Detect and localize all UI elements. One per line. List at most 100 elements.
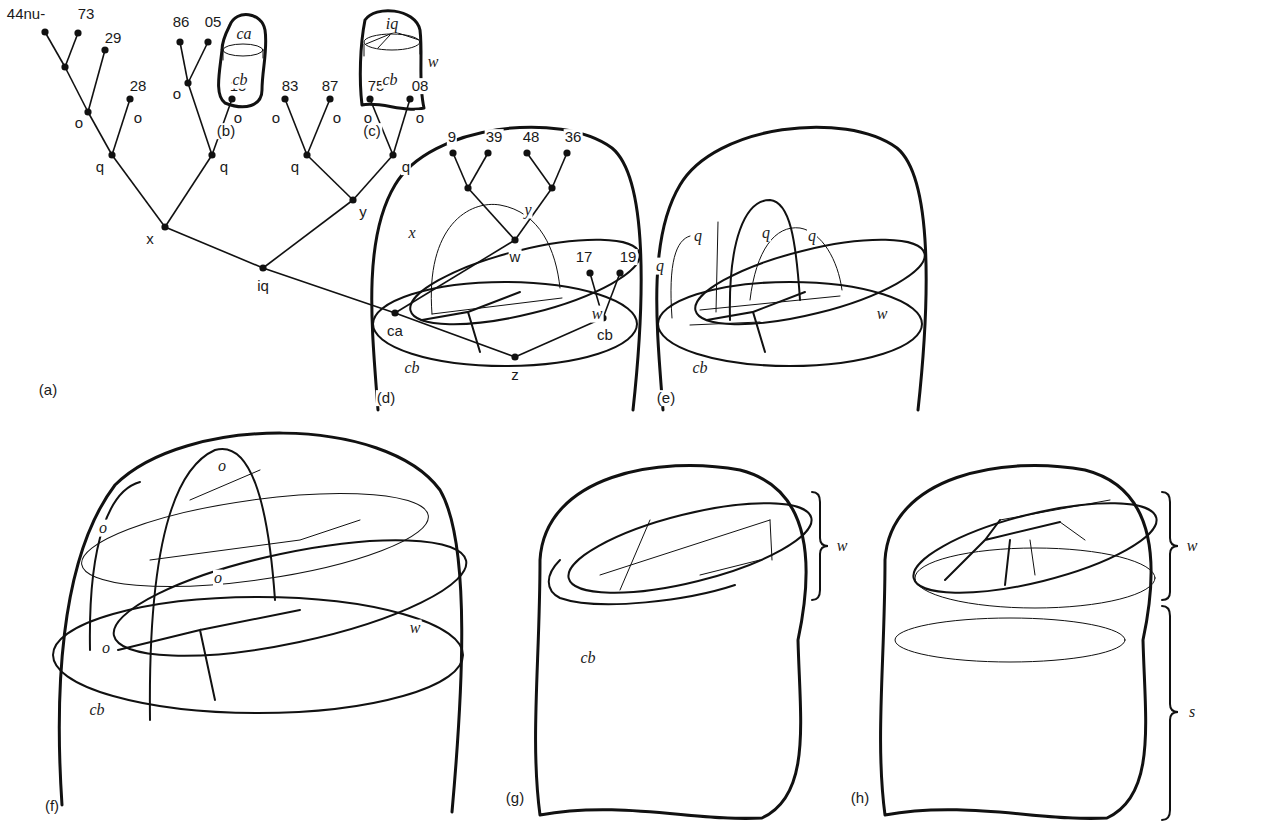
tree-label: z [510, 367, 520, 383]
region-label: w [409, 620, 422, 637]
region-label: o [101, 640, 111, 657]
tree-node-dot [349, 196, 356, 203]
tree-node-dot [563, 149, 570, 156]
panel-label: (c) [362, 123, 382, 139]
sketch-b [219, 15, 266, 107]
region-label: y [523, 202, 532, 219]
tree-label: 08 [411, 78, 430, 94]
tree-label: 9 [447, 129, 457, 145]
tree-branch [263, 268, 395, 313]
tree-branch [353, 155, 393, 200]
region-label: cb [691, 360, 708, 377]
tree-label: 05 [204, 14, 223, 30]
sketch-c [360, 11, 424, 110]
tree-node-dot [208, 151, 215, 158]
tree-label: 86 [172, 14, 191, 30]
tree-node-dot [511, 236, 518, 243]
region-label: w [836, 538, 849, 555]
tree-branch [285, 99, 307, 155]
region-label: o [213, 570, 223, 587]
tree-node-dot [228, 95, 235, 102]
tree-node-dot [548, 184, 555, 191]
tree-branch [307, 155, 353, 200]
tree-node-dot [391, 309, 398, 316]
tree-branch [468, 153, 488, 188]
tree-label: o [172, 86, 182, 102]
tree-label: q [95, 159, 105, 175]
tree-node-dot [61, 63, 68, 70]
tree-node-dot [523, 149, 530, 156]
region-label: cb [403, 360, 420, 377]
panel-label: (e) [656, 390, 676, 406]
tree-node-dot [389, 151, 396, 158]
region-label: q [761, 225, 771, 242]
tree-label: o [74, 115, 84, 131]
tree-label: 39 [485, 129, 504, 145]
tree-label: 48 [522, 129, 541, 145]
region-label: q [655, 258, 665, 275]
region-label: cb [579, 650, 596, 667]
tree-label: o [271, 110, 281, 126]
panel-label: (d) [376, 390, 396, 406]
tree-node-dot [108, 151, 115, 158]
tree-node-dot [303, 151, 310, 158]
tree-branch [165, 227, 263, 268]
tree-label: q [401, 159, 411, 175]
tree-label: 83 [281, 78, 300, 94]
tree-branch [527, 153, 552, 188]
tree-node-dot [586, 269, 593, 276]
tree-label: 44nu- [6, 6, 46, 22]
tree-branch [165, 155, 212, 227]
panel-label: (g) [505, 790, 525, 806]
tree-branch [112, 99, 130, 155]
region-label: w [591, 306, 604, 323]
tree-label: 29 [104, 30, 123, 46]
tree-label: iq [256, 278, 270, 294]
tree-branch [188, 42, 208, 83]
region-label: q [693, 228, 703, 245]
region-label: cb [381, 72, 398, 89]
sketch-g [536, 465, 828, 818]
region-label: cb [231, 72, 248, 89]
tree-branch [88, 112, 112, 155]
tree-branch [65, 67, 88, 112]
tree-node-dot [449, 149, 456, 156]
tree-branch [112, 155, 165, 227]
tree-branch [88, 50, 105, 112]
tree-label: o [332, 110, 342, 126]
tree-label: ca [386, 323, 404, 339]
region-label: ca [235, 26, 252, 43]
tree-label: 28 [129, 78, 148, 94]
sketch-f [53, 433, 475, 812]
tree-label: 87 [321, 78, 340, 94]
tree-node-dot [281, 95, 288, 102]
region-label: w [1186, 538, 1199, 555]
tree-label: x [145, 231, 155, 247]
tree-branch [307, 99, 330, 155]
tree-node-dot [41, 28, 48, 35]
tree-label: w [509, 249, 522, 265]
tree-label: 17 [575, 249, 594, 265]
tree-node-dot [101, 46, 108, 53]
tree-branch [468, 188, 515, 240]
tree-label: 19 [619, 249, 638, 265]
tree-node-dot [259, 264, 266, 271]
region-label: w [427, 54, 440, 71]
tree-branch [515, 318, 603, 357]
tree-node-dot [184, 79, 191, 86]
tree-node-dot [204, 38, 211, 45]
region-label: s [1188, 704, 1196, 721]
tree-node-dot [484, 149, 491, 156]
tree-node-dot [74, 29, 81, 36]
tree-label: o [415, 110, 425, 126]
tree-label: q [290, 159, 300, 175]
tree-node-dot [616, 269, 623, 276]
tree-branch [515, 188, 552, 240]
tree-label: q [219, 159, 229, 175]
tree-node-dot [126, 95, 133, 102]
tree-node-dot [161, 223, 168, 230]
region-label: x [407, 225, 416, 242]
region-label: cb [88, 702, 105, 719]
